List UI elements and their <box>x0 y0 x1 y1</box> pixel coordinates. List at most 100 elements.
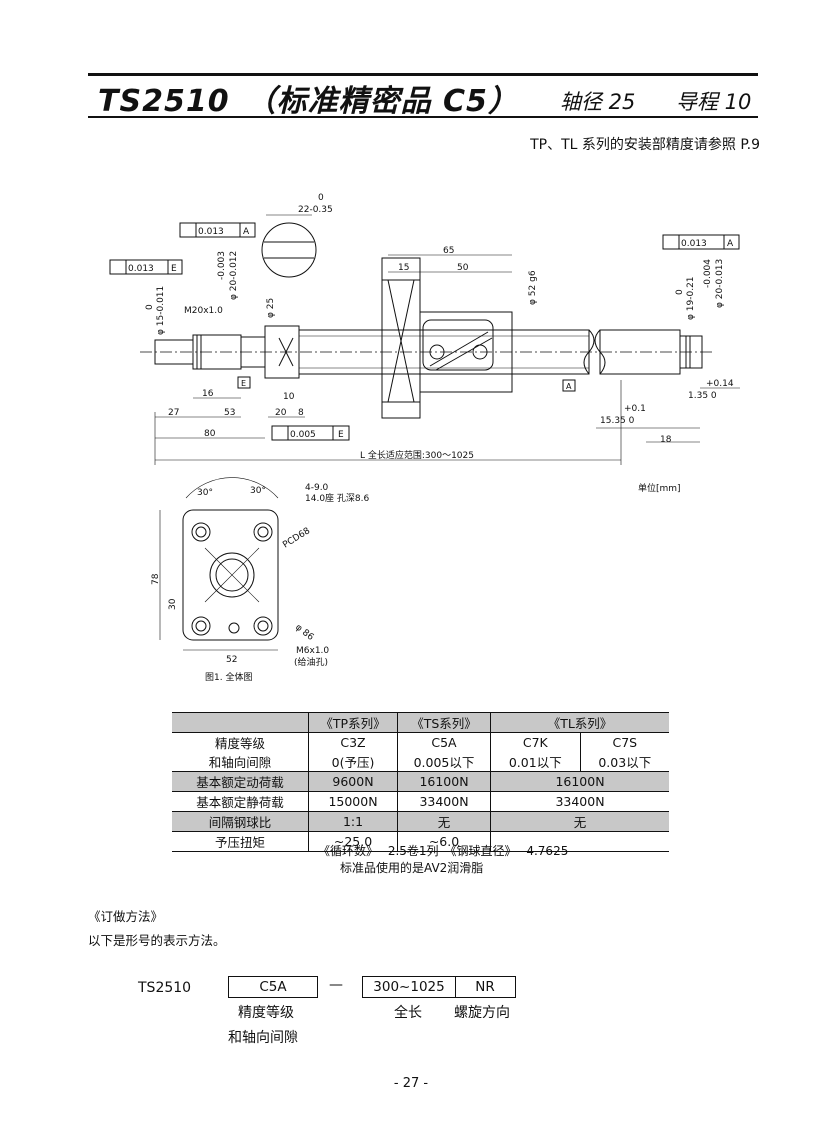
d25-label: φ 25 <box>266 298 276 318</box>
row-label: 精度等级 <box>214 736 265 751</box>
d19-up: 0 <box>675 289 685 295</box>
cell: 0(予压) <box>308 752 398 772</box>
table-row: 予压扭矩 ~25.0 ~6.0 <box>172 831 669 852</box>
direction-code-box: NR <box>455 976 516 998</box>
len-10: 10 <box>283 392 295 402</box>
key-section-circle <box>261 222 317 278</box>
direction-caption: 螺旋方向 <box>454 1005 510 1021</box>
col-header-ts: 《TS系列》 <box>397 712 491 733</box>
h78-label: 78 <box>151 573 161 585</box>
len-65: 65 <box>443 246 454 256</box>
tol-a2-ref: A <box>727 239 734 249</box>
key-width: 22-0.35 <box>298 205 333 215</box>
cell: 无 <box>490 811 669 832</box>
right-journal <box>679 335 703 369</box>
cell: 无 <box>397 811 491 832</box>
row-label: 间隔钢球比 <box>172 811 309 832</box>
cell: 33400N <box>490 791 669 812</box>
d-shaft-end-up: 0 <box>145 304 155 310</box>
tol-e1-ref: E <box>171 264 177 274</box>
col-header-tl: 《TL系列》 <box>490 712 669 733</box>
d86-label: φ 86 <box>293 622 315 643</box>
flange-view <box>159 477 279 651</box>
length-range: L 全长适应范围:300～1025 <box>360 449 474 461</box>
cell: 0.03以下 <box>579 752 669 772</box>
table-header-row: 《TP系列》 《TS系列》 《TL系列》 <box>172 712 669 733</box>
length-caption: 全长 <box>394 1005 422 1021</box>
header-top-rule <box>88 73 758 76</box>
runout-frame-a2 <box>662 234 740 250</box>
tol-a2-value: 0.013 <box>681 239 707 249</box>
perp-value: 0.005 <box>290 430 316 440</box>
d20r-label: φ 20-0.013 <box>715 259 725 308</box>
oil-hole-note: (给油孔) <box>294 656 328 668</box>
tol-a1-value: 0.013 <box>198 227 224 237</box>
len-18: 18 <box>660 435 672 445</box>
cell: C3Z <box>308 732 398 752</box>
cell: 9600N <box>308 771 398 792</box>
len-135: 1.35 0 <box>688 391 717 401</box>
runout-frame-a1 <box>179 222 256 238</box>
runout-frame-e1 <box>109 259 183 275</box>
datum-e: E <box>241 379 246 388</box>
shaft-diameter-spec: 轴径 25 <box>560 90 636 114</box>
oil-hole-spec: M6x1.0 <box>296 646 329 656</box>
cell: ~25.0 <box>308 831 398 852</box>
precision-caption-1: 精度等级 <box>238 1005 294 1021</box>
precision-caption-2: 和轴向间隙 <box>228 1030 298 1046</box>
table-row: 间隔钢球比 1:1 无 无 <box>172 811 669 832</box>
row-label: 基本额定动荷载 <box>172 771 309 792</box>
tol-e1-value: 0.013 <box>128 264 154 274</box>
d19-label: φ 19-0.21 <box>686 276 696 320</box>
cell: C7S <box>579 732 669 752</box>
key-up: 0 <box>318 193 324 203</box>
precision-code-box: C5A <box>228 976 318 998</box>
figure-caption: 图1. 全体图 <box>205 671 252 683</box>
cell <box>490 831 669 852</box>
cell: ~6.0 <box>397 831 491 852</box>
page-number: - 27 - <box>393 1076 429 1091</box>
cell: 33400N <box>397 791 491 812</box>
len-27: 27 <box>168 408 179 418</box>
cell: 16100N <box>397 771 491 792</box>
nut-body <box>419 311 513 393</box>
technical-drawing: 0.013 A 0.013 E 0.013 A 0.005 E E A M20x… <box>109 193 740 683</box>
header-bottom-rule <box>88 116 758 118</box>
len-50: 50 <box>457 263 469 273</box>
table-row: 基本额定静荷载 15000N 33400N 33400N <box>172 791 669 812</box>
cell: 16100N <box>490 771 669 792</box>
table-row: 和轴向间隙 0(予压) 0.005以下 0.01以下 0.03以下 <box>172 752 669 772</box>
d-shaft-end: φ 15-0.011 <box>156 286 166 335</box>
angle-2: 30° <box>250 486 266 496</box>
unit-label: 单位[mm] <box>638 482 681 494</box>
h30-label: 30 <box>168 598 178 610</box>
table-footnote-grease: 标准品使用的是AV2润滑脂 <box>340 861 484 875</box>
tol-a1-ref: A <box>243 227 250 237</box>
angle-1: 30° <box>197 488 213 498</box>
reference-note: TP、TL 系列的安装部精度请参照 P.9 <box>530 137 760 153</box>
d52-label: φ 52 g6 <box>528 270 538 305</box>
pcd-label: PCD68 <box>281 526 312 551</box>
ordering-subtitle: 以下是形号的表示方法。 <box>88 933 226 948</box>
len-53: 53 <box>224 408 235 418</box>
length-code-box: 300~1025 <box>362 976 456 998</box>
len-15: 15 <box>398 263 409 273</box>
table-footnote-circuits: 《循环数》 2.5卷1列 《钢球直径》 4.7625 <box>318 844 569 858</box>
separator-dash: — <box>329 977 343 993</box>
len-80: 80 <box>204 429 216 439</box>
cell: 1:1 <box>308 811 398 832</box>
d20r-up: -0.004 <box>703 259 713 288</box>
lead-spec: 导程 10 <box>676 90 752 114</box>
d20-up: -0.003 <box>217 251 227 280</box>
row-label: 予压扭矩 <box>214 835 265 850</box>
perpendicularity-frame <box>271 425 350 441</box>
cell: 15000N <box>308 791 398 812</box>
datum-a: A <box>566 382 572 391</box>
counterbore-spec: 14.0座 孔深8.6 <box>305 492 369 504</box>
len-1535-up: +0.1 <box>624 404 646 414</box>
cell: C7K <box>490 732 581 752</box>
thread-label: M20x1.0 <box>184 306 223 316</box>
ordering-heading: 《订做方法》 <box>88 909 164 924</box>
return-tube <box>422 319 494 371</box>
len-8: 8 <box>298 408 304 418</box>
